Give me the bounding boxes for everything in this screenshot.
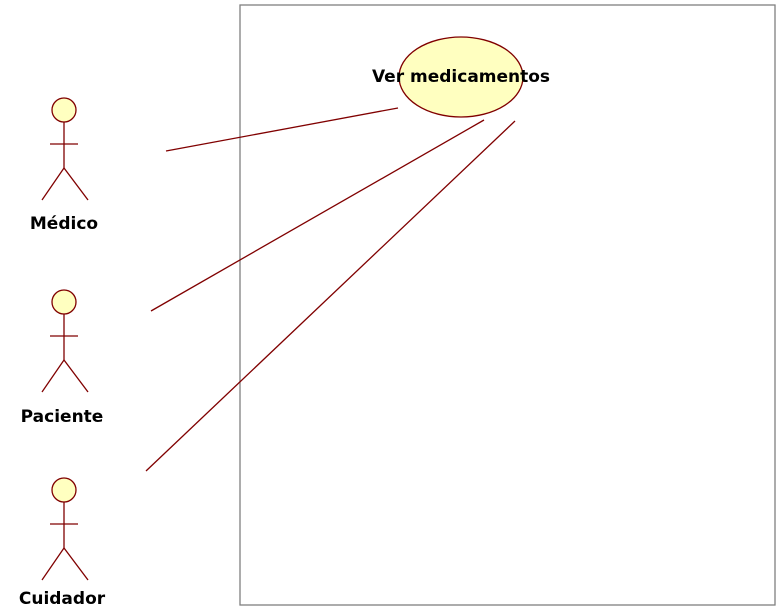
actor-medico[interactable]: Médico — [30, 97, 98, 234]
system-boundary — [239, 4, 776, 606]
actor-label: Paciente — [21, 407, 104, 427]
use-case-label: Ver medicamentos — [372, 67, 550, 87]
actor-right-leg — [63, 547, 89, 581]
actor-right-leg — [63, 359, 89, 393]
actor-left-leg — [41, 547, 65, 581]
actor-label: Médico — [30, 214, 98, 234]
use-case-ellipse — [398, 36, 524, 118]
actor-left-leg — [41, 167, 65, 201]
actor-head — [51, 97, 77, 123]
association-paciente — [150, 119, 485, 312]
actor-paciente[interactable]: Paciente — [21, 289, 104, 427]
association-cuidador — [145, 120, 516, 472]
use-case-ver-medicamentos[interactable]: Ver medicamentos — [372, 36, 550, 118]
actor-cuidador[interactable]: Cuidador — [19, 477, 106, 609]
association-medico — [165, 107, 399, 152]
actor-head — [51, 289, 77, 315]
actor-label: Cuidador — [19, 589, 106, 609]
actor-head — [51, 477, 77, 503]
actor-right-leg — [63, 167, 89, 201]
actor-left-leg — [41, 359, 65, 393]
